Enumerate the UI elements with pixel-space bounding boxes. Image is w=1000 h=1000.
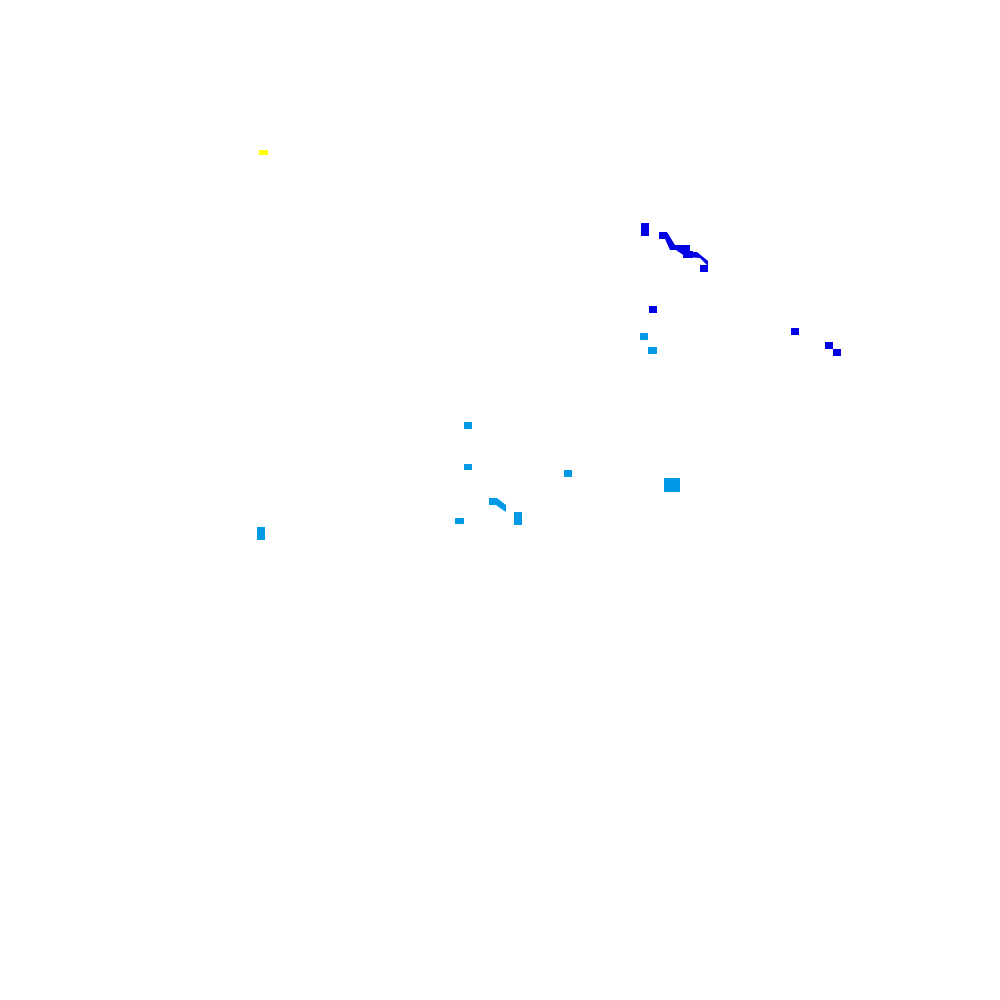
sky-dot <box>648 347 657 354</box>
blue-dot <box>825 342 833 349</box>
blue-marks <box>641 223 841 356</box>
sky-dot <box>464 464 472 470</box>
blue-dot <box>641 223 649 236</box>
blue-dot <box>649 306 657 313</box>
sky-dot <box>257 527 265 540</box>
sky-dot <box>564 470 572 477</box>
yellow-marks <box>259 150 268 155</box>
sky-dot <box>514 512 522 525</box>
blue-stroke-segment <box>659 232 708 266</box>
blue-dot <box>833 349 841 356</box>
sky-stroke-segment <box>489 498 506 512</box>
blue-dot <box>700 265 708 272</box>
sky-dot <box>640 333 648 340</box>
sky-dot <box>455 518 464 524</box>
sky-dot <box>664 478 680 492</box>
blue-dot <box>791 328 799 335</box>
sky-marks <box>257 333 680 540</box>
yellow-dot <box>259 150 268 155</box>
sky-dot <box>464 422 472 429</box>
